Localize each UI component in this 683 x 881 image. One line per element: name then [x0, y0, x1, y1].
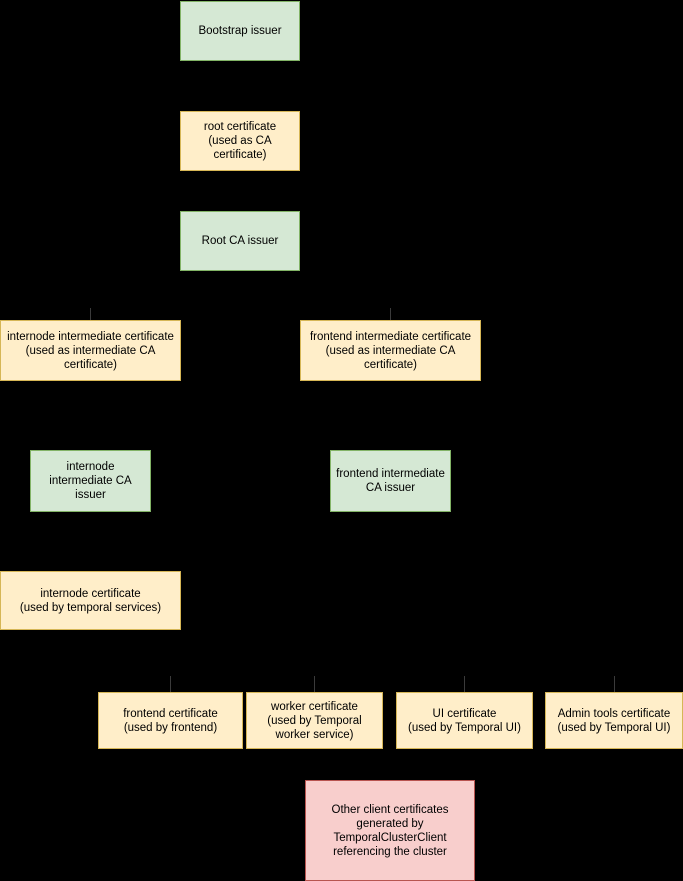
node-ui-certificate[interactable]: UI certificate (used by Temporal UI) — [396, 692, 533, 749]
node-label: frontend intermediate CA issuer — [336, 468, 445, 494]
node-root-ca-issuer[interactable]: Root CA issuer — [180, 211, 300, 271]
node-label: frontend certificate (used by frontend) — [123, 707, 218, 734]
node-label: Admin tools certificate (used by Tempora… — [557, 707, 671, 734]
node-internode-intermediate-ca-issuer[interactable]: internode intermediate CA issuer — [30, 450, 151, 512]
node-root-certificate[interactable]: root certificate (used as CA certificate… — [180, 111, 300, 171]
edge-internode-issuer-to-cert — [90, 512, 91, 571]
node-other-client-certificates[interactable]: Other client certificates generated by T… — [305, 780, 475, 881]
node-label: root certificate (used as CA certificate… — [203, 121, 277, 161]
node-label: internode intermediate certificate (used… — [7, 330, 174, 371]
node-label: Root CA issuer — [201, 235, 279, 247]
edge-stub-admin-tools-certificate — [614, 676, 615, 692]
edge-stub-internode-intermediate-certificate — [90, 308, 91, 320]
edge-stub-frontend-intermediate-certificate — [390, 308, 391, 320]
edge-frontend-fanout-horizontal — [170, 672, 614, 673]
node-label: UI certificate (used by Temporal UI) — [408, 707, 521, 734]
edge-internode-cert-to-issuer — [90, 381, 91, 448]
node-label: internode intermediate CA issuer — [49, 461, 132, 501]
edge-stub-frontend-certificate — [170, 676, 171, 692]
edge-frontend-cert-to-issuer — [390, 381, 391, 448]
node-frontend-intermediate-ca-issuer[interactable]: frontend intermediate CA issuer — [330, 450, 451, 512]
node-bootstrap-issuer[interactable]: Bootstrap issuer — [180, 1, 300, 61]
node-worker-certificate[interactable]: worker certificate (used by Temporal wor… — [246, 692, 383, 749]
node-admin-tools-certificate[interactable]: Admin tools certificate (used by Tempora… — [545, 692, 683, 749]
edge-stub-worker-certificate — [314, 676, 315, 692]
node-internode-certificate[interactable]: internode certificate (used by temporal … — [0, 571, 181, 630]
edge-branch-horizontal — [90, 293, 390, 294]
node-internode-intermediate-certificate[interactable]: internode intermediate certificate (used… — [0, 320, 181, 381]
edge-root-cert-to-root-ca-issuer — [239, 171, 240, 210]
node-label: frontend intermediate certificate (used … — [309, 330, 472, 371]
node-label: Other client certificates generated by T… — [331, 803, 449, 858]
node-label: worker certificate (used by Temporal wor… — [267, 700, 362, 741]
edge-stub-ui-certificate — [464, 676, 465, 692]
edge-to-other-client-certificates — [390, 749, 391, 780]
node-frontend-certificate[interactable]: frontend certificate (used by frontend) — [98, 692, 243, 749]
node-frontend-intermediate-certificate[interactable]: frontend intermediate certificate (used … — [300, 320, 481, 381]
edge-root-ca-issuer-to-branch — [239, 271, 240, 293]
node-label: internode certificate (used by temporal … — [19, 587, 162, 614]
edge-frontend-issuer-down — [390, 512, 391, 672]
edge-bootstrap-to-root-cert — [239, 61, 240, 109]
node-label: Bootstrap issuer — [198, 25, 282, 37]
